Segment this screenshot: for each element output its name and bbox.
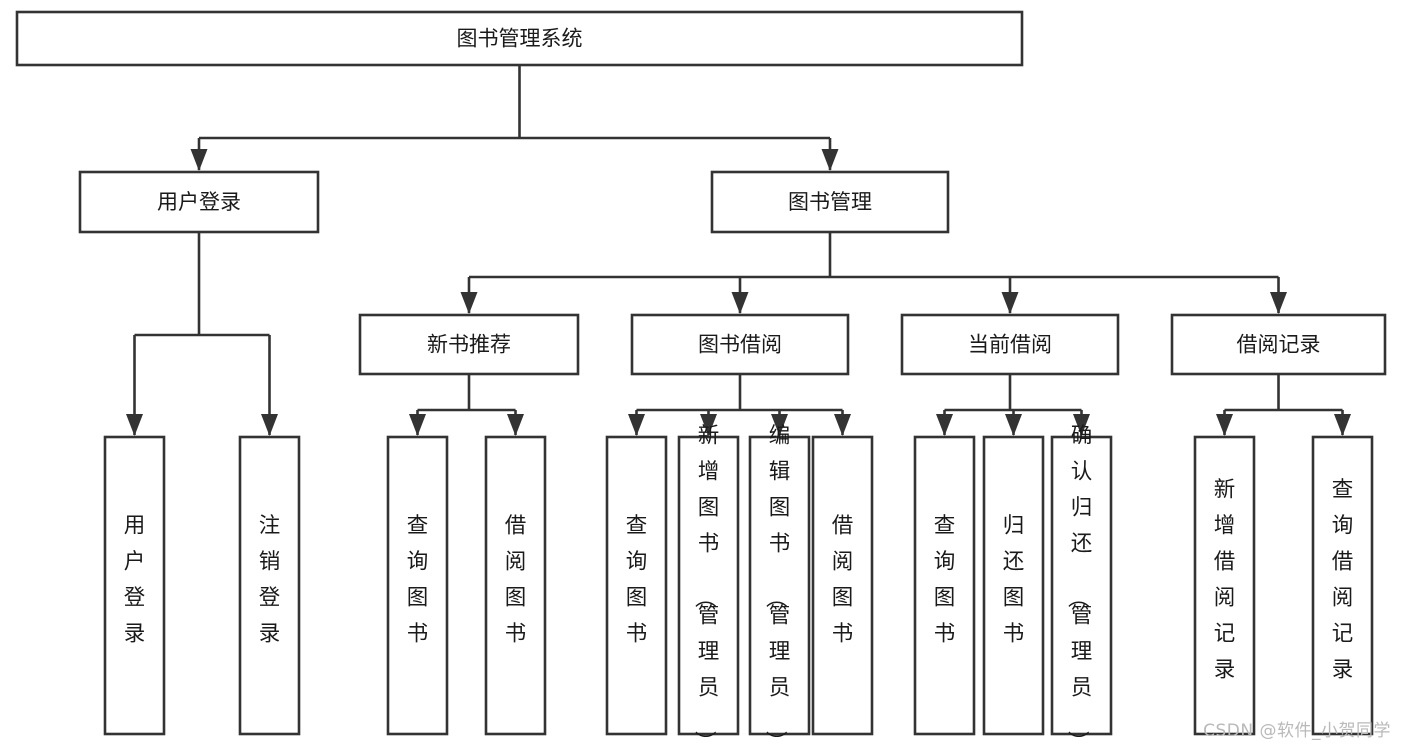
- arrow-head-icon: [771, 414, 788, 436]
- node-leaf-query-book-1-box: [386, 435, 449, 736]
- node-current-borrow[interactable]: 当前借阅: [900, 313, 1120, 376]
- node-leaf-return-book-label: 归还图书: [1003, 514, 1025, 647]
- node-leaf-confirm-return[interactable]: 确认归还（管理员）: [1050, 424, 1113, 747]
- node-book-manage-label: 图书管理: [788, 190, 872, 214]
- node-leaf-borrow-book-1[interactable]: 借阅图书: [484, 435, 547, 736]
- node-book-manage-box: [710, 170, 950, 234]
- node-leaf-query-record-box: [1311, 435, 1374, 736]
- node-leaf-query-book-3[interactable]: 查询图书: [913, 435, 976, 736]
- node-leaf-add-book-box: [677, 435, 740, 736]
- arrow-head-icon: [1216, 414, 1233, 436]
- node-book-manage[interactable]: 图书管理: [710, 170, 950, 234]
- arrow-head-icon: [1073, 414, 1090, 436]
- node-new-book-recommend-label: 新书推荐: [427, 333, 511, 357]
- node-leaf-query-book-1[interactable]: 查询图书: [386, 435, 449, 736]
- node-leaf-add-book-label: 新增图书（管理员）: [692, 424, 720, 747]
- node-leaf-borrow-book-2[interactable]: 借阅图书: [811, 435, 874, 736]
- node-leaf-user-login-label: 用户登录: [124, 514, 146, 647]
- node-leaf-add-record-label: 新增借阅记录: [1214, 478, 1236, 683]
- node-leaf-user-login-box: [103, 435, 166, 736]
- arrow-head-icon: [190, 149, 208, 171]
- node-leaf-query-book-2-label: 查询图书: [626, 514, 648, 647]
- node-leaf-query-record-label: 查询借阅记录: [1332, 478, 1354, 683]
- node-leaf-query-book-3-label: 查询图书: [934, 514, 956, 647]
- arrow-head-icon: [1334, 414, 1351, 436]
- node-leaf-return-book[interactable]: 归还图书: [982, 435, 1045, 736]
- arrow-head-icon: [700, 414, 717, 436]
- node-leaf-user-login[interactable]: 用户登录: [103, 435, 166, 736]
- node-leaf-add-book[interactable]: 新增图书（管理员）: [677, 424, 740, 747]
- node-root-system-box: [15, 10, 1024, 67]
- arrow-head-icon: [1005, 414, 1022, 436]
- node-user-login-box: [78, 170, 320, 234]
- node-leaf-borrow-book-2-label: 借阅图书: [832, 514, 854, 647]
- node-leaf-query-book-2[interactable]: 查询图书: [605, 435, 668, 736]
- node-current-borrow-box: [900, 313, 1120, 376]
- node-user-login-label: 用户登录: [157, 190, 241, 214]
- node-leaf-borrow-book-2-box: [811, 435, 874, 736]
- arrow-head-icon: [507, 414, 524, 436]
- node-leaf-user-logout[interactable]: 注销登录: [238, 435, 301, 736]
- arrow-head-icon: [936, 414, 953, 436]
- node-new-book-recommend[interactable]: 新书推荐: [358, 313, 580, 376]
- node-leaf-borrow-book-1-label: 借阅图书: [505, 514, 527, 647]
- node-leaf-query-book-2-box: [605, 435, 668, 736]
- node-new-book-recommend-box: [358, 313, 580, 376]
- arrow-head-icon: [409, 414, 426, 436]
- arrow-head-icon: [628, 414, 645, 436]
- arrow-head-icon: [1270, 292, 1287, 314]
- arrow-head-icon: [261, 414, 278, 436]
- node-borrow-record-box: [1170, 313, 1387, 376]
- arrow-head-icon: [821, 149, 839, 171]
- node-leaf-edit-book-box: [748, 435, 811, 736]
- node-root-system-label: 图书管理系统: [457, 27, 583, 51]
- node-leaf-edit-book-label: 编辑图书（管理员）: [763, 424, 791, 747]
- arrow-head-icon: [126, 414, 143, 436]
- node-root-system[interactable]: 图书管理系统: [15, 10, 1024, 67]
- node-current-borrow-label: 当前借阅: [968, 333, 1052, 357]
- node-leaf-edit-book[interactable]: 编辑图书（管理员）: [748, 424, 811, 747]
- node-leaf-confirm-return-box: [1050, 435, 1113, 736]
- node-borrow-record[interactable]: 借阅记录: [1170, 313, 1387, 376]
- arrow-head-icon: [731, 292, 749, 314]
- node-user-login[interactable]: 用户登录: [78, 170, 320, 234]
- node-book-borrow-box: [630, 313, 850, 376]
- node-leaf-return-book-box: [982, 435, 1045, 736]
- node-book-borrow-label: 图书借阅: [698, 333, 782, 357]
- node-leaf-confirm-return-label: 确认归还（管理员）: [1065, 424, 1093, 747]
- node-leaf-user-logout-label: 注销登录: [259, 514, 281, 647]
- node-book-borrow[interactable]: 图书借阅: [630, 313, 850, 376]
- node-leaf-query-book-1-label: 查询图书: [407, 514, 429, 647]
- node-leaf-add-record[interactable]: 新增借阅记录: [1193, 435, 1256, 736]
- arrow-head-icon: [1001, 292, 1019, 314]
- nodes-layer: 图书管理系统用户登录图书管理新书推荐图书借阅当前借阅借阅记录用户登录注销登录查询…: [15, 10, 1387, 747]
- node-leaf-user-logout-box: [238, 435, 301, 736]
- arrow-head-icon: [834, 414, 851, 436]
- edges-layer: [126, 65, 1351, 436]
- node-leaf-add-record-box: [1193, 435, 1256, 736]
- arrow-head-icon: [460, 292, 478, 314]
- node-leaf-borrow-book-1-box: [484, 435, 547, 736]
- node-leaf-query-record[interactable]: 查询借阅记录: [1311, 435, 1374, 736]
- node-leaf-query-book-3-box: [913, 435, 976, 736]
- node-borrow-record-label: 借阅记录: [1237, 333, 1321, 357]
